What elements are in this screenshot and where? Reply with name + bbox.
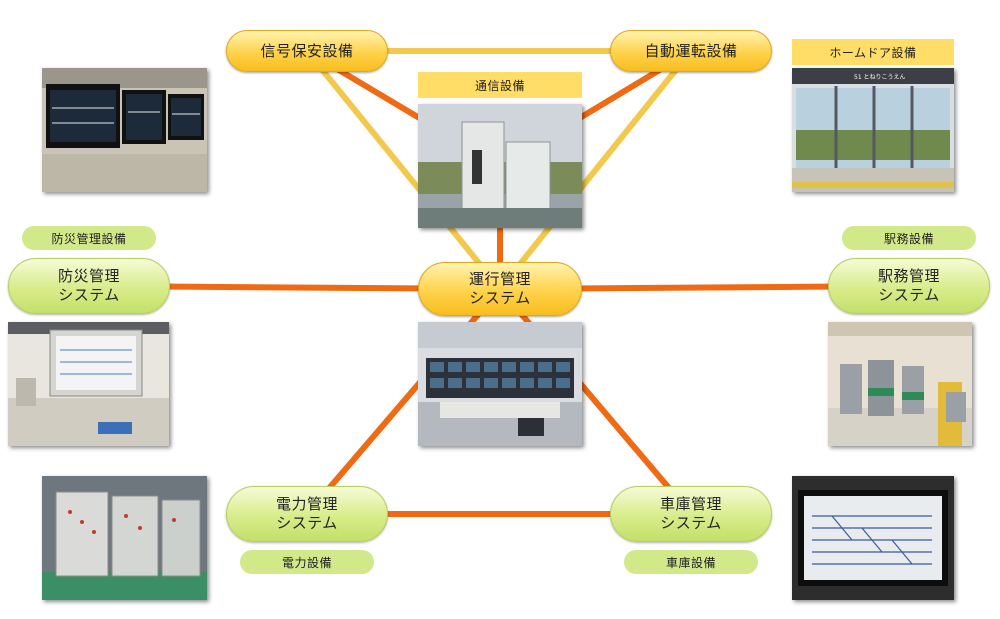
photo-disaster-console bbox=[8, 322, 169, 446]
tag-disaster-equipment: 防災管理設備 bbox=[22, 226, 156, 250]
tag-platform-door: ホームドア設備 bbox=[792, 39, 954, 65]
node-signal-safety: 信号保安設備 bbox=[226, 30, 388, 72]
node-power-management: 電力管理 システム bbox=[226, 486, 388, 542]
tag-comm-equipment: 通信設備 bbox=[418, 72, 582, 98]
node-depot-management-line1: 車庫管理 bbox=[659, 495, 722, 513]
photo-depot-display bbox=[792, 476, 954, 600]
photo-platform-door: 51 とねりこうえん bbox=[792, 68, 954, 192]
node-depot-management-line2: システム bbox=[660, 514, 722, 532]
photo-power-panels bbox=[42, 476, 207, 600]
photo-control-room bbox=[418, 322, 582, 446]
node-depot-management: 車庫管理 システム bbox=[610, 486, 772, 542]
tag-station-equipment: 駅務設備 bbox=[842, 226, 976, 250]
node-station-management-line2: システム bbox=[878, 286, 940, 304]
node-operation-management: 運行管理 システム bbox=[418, 262, 582, 316]
link-signal-center bbox=[304, 48, 503, 292]
link-ato-center bbox=[497, 48, 694, 292]
node-power-management-line2: システム bbox=[276, 514, 338, 532]
node-station-management-line1: 駅務管理 bbox=[877, 267, 940, 285]
node-auto-operation: 自動運転設備 bbox=[610, 30, 772, 72]
node-operation-management-line1: 運行管理 bbox=[468, 270, 531, 288]
node-disaster-management-line1: 防災管理 bbox=[57, 267, 120, 285]
node-signal-safety-label: 信号保安設備 bbox=[260, 41, 354, 60]
node-operation-management-line2: システム bbox=[469, 289, 531, 307]
photo-signal-monitors bbox=[42, 68, 207, 192]
tag-power-equipment: 電力設備 bbox=[240, 550, 374, 574]
node-auto-operation-label: 自動運転設備 bbox=[644, 41, 738, 60]
photo-ticket-gates bbox=[828, 322, 972, 446]
node-power-management-line1: 電力管理 bbox=[275, 495, 338, 513]
node-disaster-management: 防災管理 システム bbox=[8, 258, 170, 314]
node-disaster-management-line2: システム bbox=[58, 286, 120, 304]
node-station-management: 駅務管理 システム bbox=[828, 258, 990, 314]
tag-depot-equipment: 車庫設備 bbox=[624, 550, 758, 574]
platform-station-sign: 51 とねりこうえん bbox=[854, 74, 906, 81]
photo-comm-equipment bbox=[418, 104, 582, 228]
